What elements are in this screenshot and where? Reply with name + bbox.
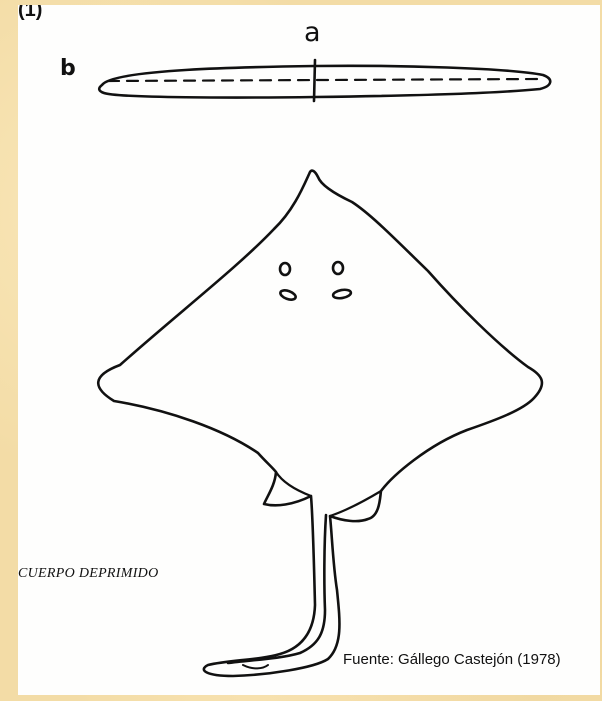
thickness-line-a (314, 60, 315, 101)
tail-inner-edge (228, 515, 326, 663)
ray-illustration (18, 5, 600, 695)
pelvic-fin-left (276, 472, 311, 496)
drawing-sheet: (1) a b CUERPO DEPRIMIDO Fuente: Gállego… (18, 5, 600, 695)
cross-section-midline (108, 79, 538, 81)
eye-right (333, 262, 343, 274)
ray-body-outline (98, 171, 542, 676)
source-citation: Fuente: Gállego Castejón (1978) (343, 651, 561, 668)
thickness-label-a: a (304, 17, 321, 48)
eye-left (280, 263, 290, 275)
figure-caption: CUERPO DEPRIMIDO (18, 566, 159, 582)
spiracle-right (332, 288, 351, 299)
tail-tip-notch (243, 665, 268, 668)
spiracle-left (279, 289, 297, 302)
pelvic-fin-right (330, 491, 381, 516)
panel-number: (1) (18, 5, 42, 22)
width-label-b: b (60, 56, 76, 81)
